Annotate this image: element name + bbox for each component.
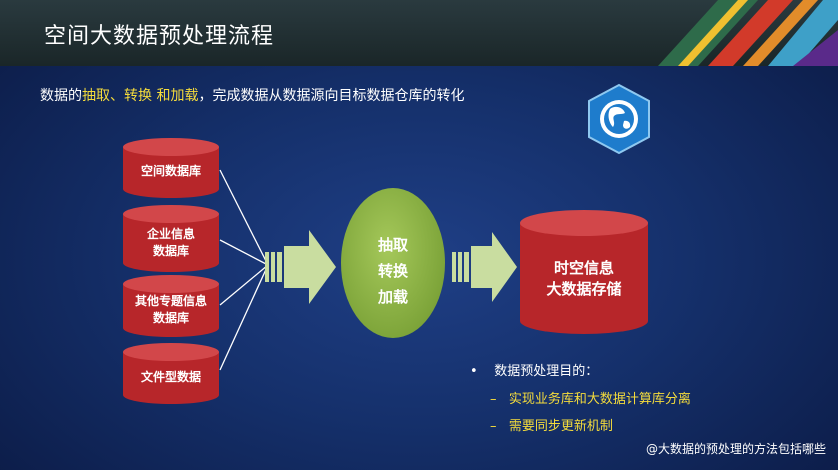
- etl-label: 转换: [377, 262, 408, 280]
- target-label: 时空信息: [553, 259, 614, 277]
- source-topic-db: 其他专题信息 数据库: [123, 275, 219, 337]
- etl-process: 抽取 转换 加载: [341, 188, 445, 338]
- intro-part-3: ，完成数据从数据源向目标数据仓库的转化: [198, 88, 465, 104]
- source-enterprise-db: 企业信息 数据库: [123, 205, 219, 272]
- source-file-data: 文件型数据: [123, 343, 219, 404]
- intro-highlight: 抽取、转换 和加载: [82, 88, 199, 104]
- purpose-title: • 数据预处理目的：: [470, 364, 599, 379]
- source-label: 企业信息: [146, 227, 195, 241]
- source-label: 其他专题信息: [134, 294, 207, 308]
- purpose-item: – 实现业务库和大数据计算库分离: [490, 392, 691, 407]
- target-storage: 时空信息 大数据存储: [520, 210, 648, 334]
- source-label: 文件型数据: [140, 370, 201, 384]
- purpose-item: – 需要同步更新机制: [490, 419, 613, 434]
- page-title: 空间大数据预处理流程: [44, 24, 275, 49]
- globe-icon: [588, 83, 650, 155]
- intro-part-1: 数据的: [40, 88, 82, 104]
- etl-label: 抽取: [377, 236, 408, 254]
- purpose-list: • 数据预处理目的： – 实现业务库和大数据计算库分离 – 需要同步更新机制: [470, 360, 691, 434]
- arrow-right-icon: [452, 232, 517, 302]
- source-spatial-db: 空间数据库: [123, 138, 219, 198]
- source-label: 空间数据库: [140, 164, 201, 178]
- etl-label: 加载: [377, 288, 408, 306]
- watermark-caption: @大数据的预处理的方法包括哪些: [645, 442, 826, 456]
- intro-text: 数据的抽取、转换 和加载，完成数据从数据源向目标数据仓库的转化: [40, 85, 464, 105]
- header-decoration: [658, 0, 838, 66]
- target-label: 大数据存储: [546, 280, 622, 298]
- source-label: 数据库: [152, 311, 189, 325]
- title-bar: 空间大数据预处理流程: [0, 0, 838, 66]
- source-label: 数据库: [152, 244, 189, 258]
- arrow-right-icon: [265, 230, 336, 304]
